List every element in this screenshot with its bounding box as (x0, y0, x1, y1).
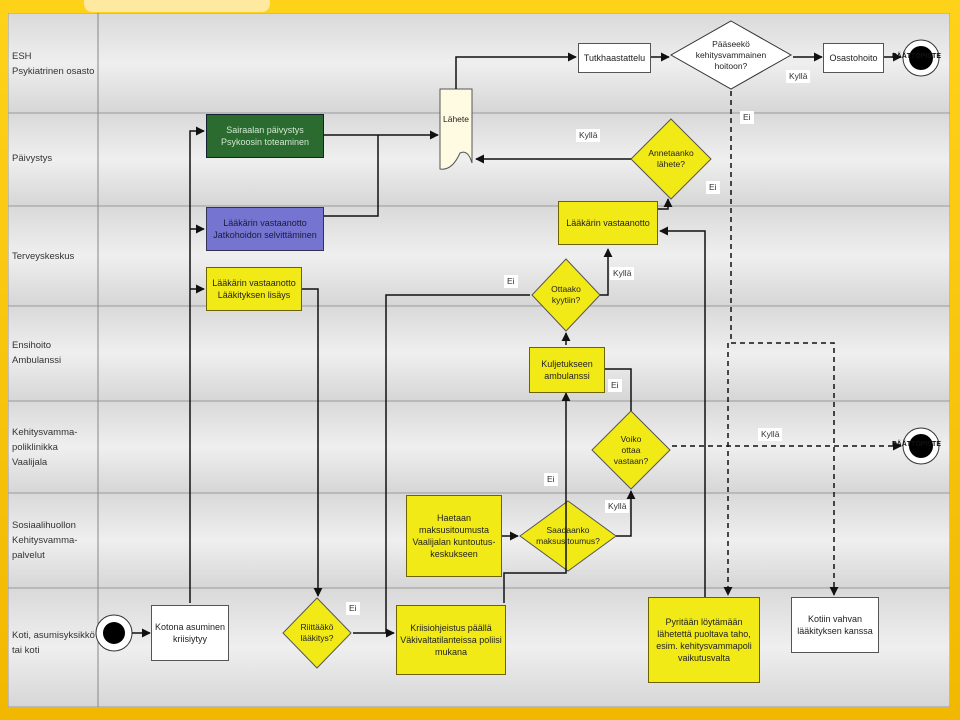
edge-label: Kyllä (758, 428, 783, 441)
node-kuljetus[interactable]: Kuljetukseen ambulanssi (529, 347, 605, 393)
decision-saadaanko (519, 500, 617, 572)
decision-saadaanko-text: Saadaanko maksusitoumus? (536, 525, 600, 546)
decision-paaseeko (669, 20, 793, 90)
lane-label: Koti, asumisyksikkö tai koti (12, 630, 95, 656)
node-laakarin-vastaanotto[interactable]: Lääkärin vastaanotto (558, 201, 658, 245)
decision-paaseeko-text: Pääseekö kehitysvammainen hoitoon? (695, 38, 767, 71)
edge-label: Ei (608, 379, 622, 392)
decision-voiko (591, 410, 671, 490)
decision-riittaako-text: Riittääkö lääkitys? (300, 622, 334, 643)
lahete-document (439, 88, 473, 170)
lahete-label: Lähete (443, 113, 469, 124)
decision-riittaako (282, 597, 352, 669)
lane-label: Kehitysvamma- poliklinikka Vaalijala (12, 427, 78, 468)
node-kriisiohjeistus[interactable]: Kriisiohjeistus päällä Väkivaltatilantei… (396, 605, 506, 675)
edge-label: Ei (740, 111, 754, 124)
end-label: PÄÄTTÖPISTE (892, 53, 942, 60)
decision-annetaanko-text: Annetaanko lähete? (648, 148, 694, 169)
decision-shapes (282, 20, 793, 669)
edge-label: Ei (346, 602, 360, 615)
node-laakarin-vastaanotto-lisays[interactable]: Lääkärin vastaanotto Lääkityksen lisäys (206, 267, 302, 311)
dashed-connectors (672, 91, 902, 596)
decision-ottaako-text: Ottaako kyytiin? (551, 284, 581, 305)
swimlane-diagram: ESH Psykiatrinen osasto Päivystys Tervey… (8, 13, 950, 707)
node-sairaalan-paivystys[interactable]: Sairaalan päivystys Psykoosin toteaminen (206, 114, 324, 158)
lane-label: Sosiaalihuollon Kehitysvamma- palvelut (12, 520, 78, 561)
node-tutkimus[interactable]: Tutkhaastattelu (578, 43, 651, 73)
edge-label: Ei (544, 473, 558, 486)
node-pyritaan[interactable]: Pyritään löytämään lähetettä puoltava ta… (648, 597, 760, 683)
edge-label: Kyllä (605, 500, 630, 513)
lane-label: Päivystys (12, 153, 53, 164)
decision-voiko-text: Voiko ottaa vastaan? (613, 433, 649, 466)
node-osastohoito[interactable]: Osastohoito (823, 43, 884, 73)
connectors (132, 52, 902, 638)
node-laakarin-vastaanotto-jatko[interactable]: Lääkärin vastaanotto Jatkohoidon selvitt… (206, 207, 324, 251)
start-end-markers (95, 39, 940, 652)
lane-label: Ensihoito Ambulanssi (12, 340, 62, 366)
node-kotiin[interactable]: Kotiin vahvan lääkityksen kanssa (791, 597, 879, 653)
lane-label: Terveyskeskus (12, 251, 75, 262)
lane-label: ESH Psykiatrinen osasto (12, 51, 95, 77)
edge-label: Kyllä (610, 267, 635, 280)
edge-label: Ei (706, 181, 720, 194)
title-tab (84, 0, 270, 12)
node-kotona-asuminen[interactable]: Kotona asuminen kriisiytyy (151, 605, 229, 661)
decision-ottaako (531, 258, 601, 332)
edge-label: Kyllä (786, 70, 811, 83)
edge-label: Ei (504, 275, 518, 288)
end-label: PÄÄTTÖPISTE (892, 441, 942, 448)
node-haetaan-maksusitoumus[interactable]: Haetaan maksusitoumusta Vaalijalan kunto… (406, 495, 502, 577)
edge-label: Kyllä (576, 129, 601, 142)
